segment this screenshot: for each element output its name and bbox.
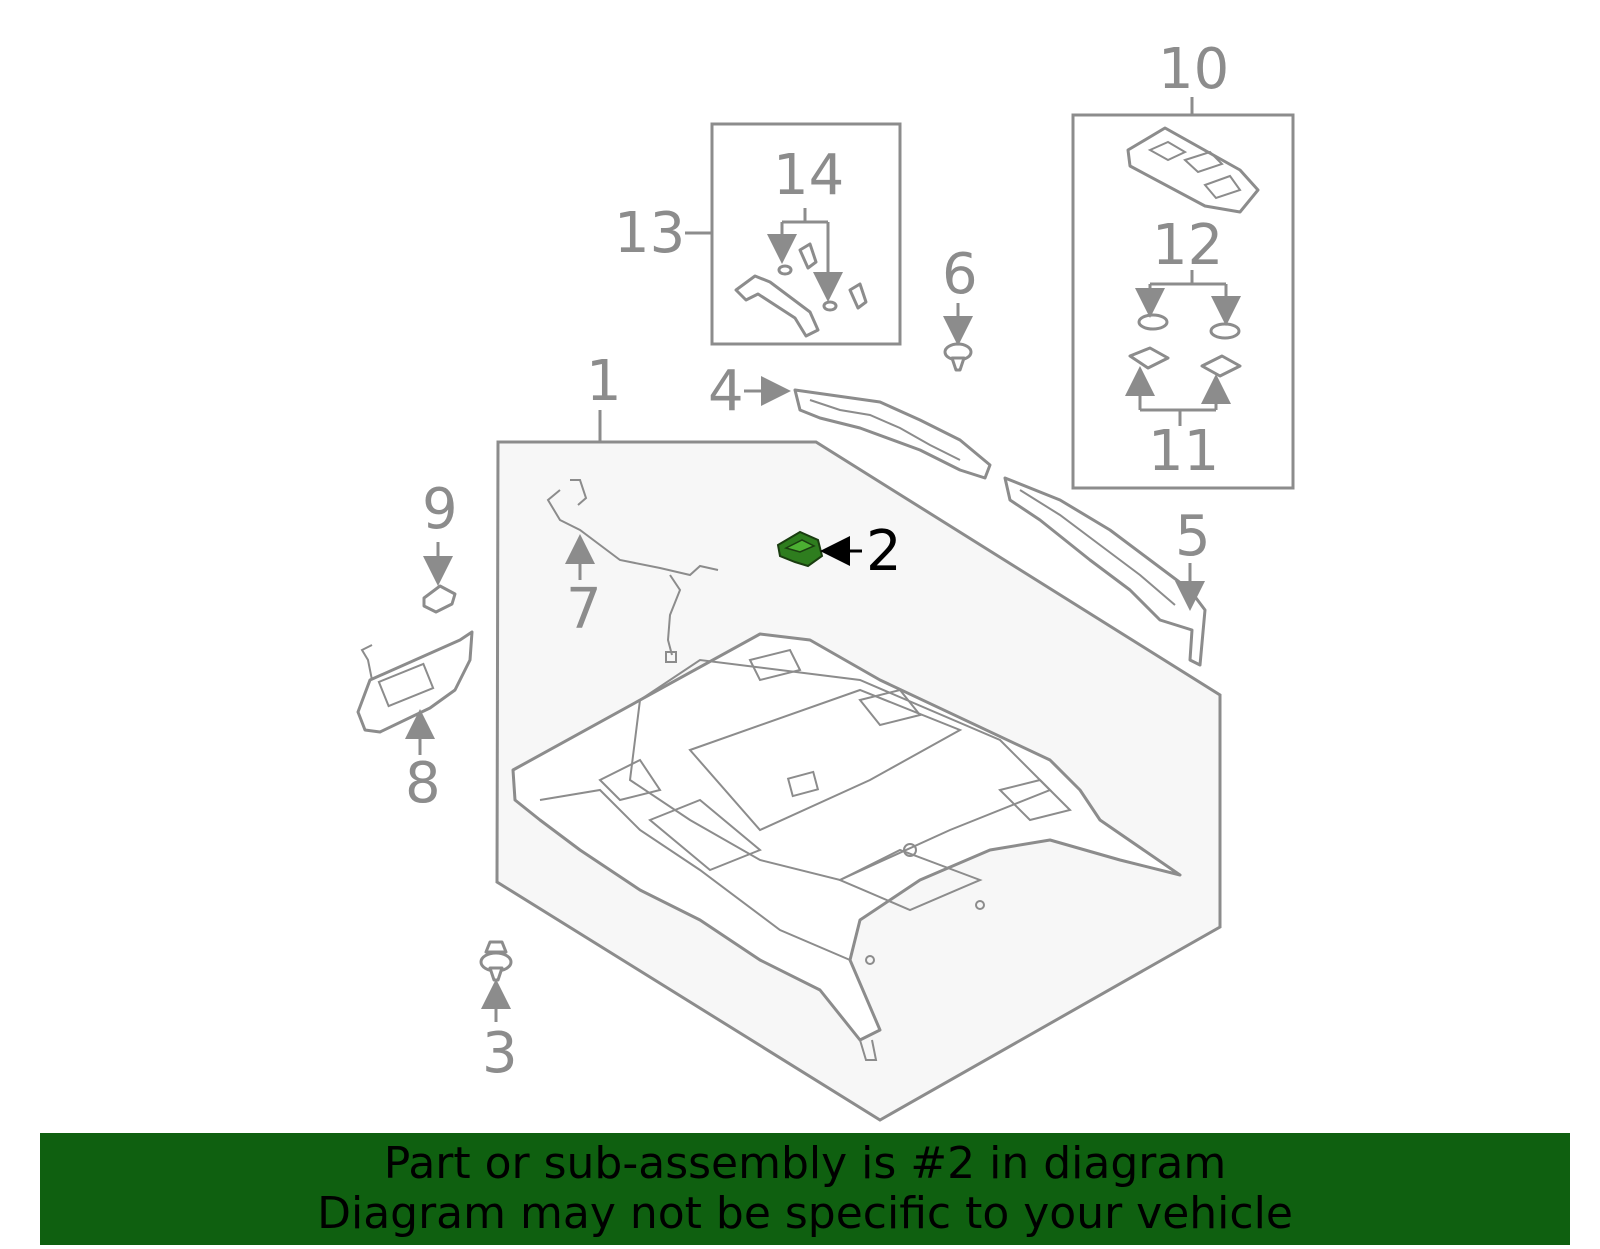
banner-line-2: Diagram may not be specific to your vehi… <box>317 1188 1293 1239</box>
part-3-clip <box>479 940 513 982</box>
callout-2: 2 <box>866 519 902 584</box>
callout-13: 13 <box>614 201 685 266</box>
part-11-lenses <box>1128 346 1242 378</box>
part-4-rail <box>793 388 992 480</box>
callout-7: 7 <box>566 577 602 642</box>
callout-5: 5 <box>1175 504 1211 569</box>
part-10-dome-lamp <box>1126 126 1260 214</box>
part-7-wire-harness <box>546 479 719 663</box>
callout-1: 1 <box>586 349 622 414</box>
callout-8: 8 <box>405 751 441 816</box>
headliner-panel <box>511 632 1182 1061</box>
part-9-clip <box>422 584 457 614</box>
part-14-clips <box>777 242 868 312</box>
part-5-rail <box>1003 476 1207 667</box>
part-6-clip <box>943 342 973 372</box>
callout-10: 10 <box>1158 37 1229 102</box>
callout-3: 3 <box>482 1021 518 1086</box>
part-13-grab-handle <box>734 274 820 338</box>
callout-9: 9 <box>422 477 458 542</box>
callout-11: 11 <box>1148 419 1219 484</box>
callout-6: 6 <box>942 242 978 307</box>
callout-12: 12 <box>1152 213 1223 278</box>
part-8-sun-visor <box>356 630 474 734</box>
part-2-highlighted[interactable] <box>776 530 824 568</box>
callout-4: 4 <box>708 359 744 424</box>
callout-14: 14 <box>773 143 844 208</box>
banner-line-1: Part or sub-assembly is #2 in diagram <box>383 1138 1227 1189</box>
info-banner: Part or sub-assembly is #2 in diagram Di… <box>40 1133 1570 1245</box>
